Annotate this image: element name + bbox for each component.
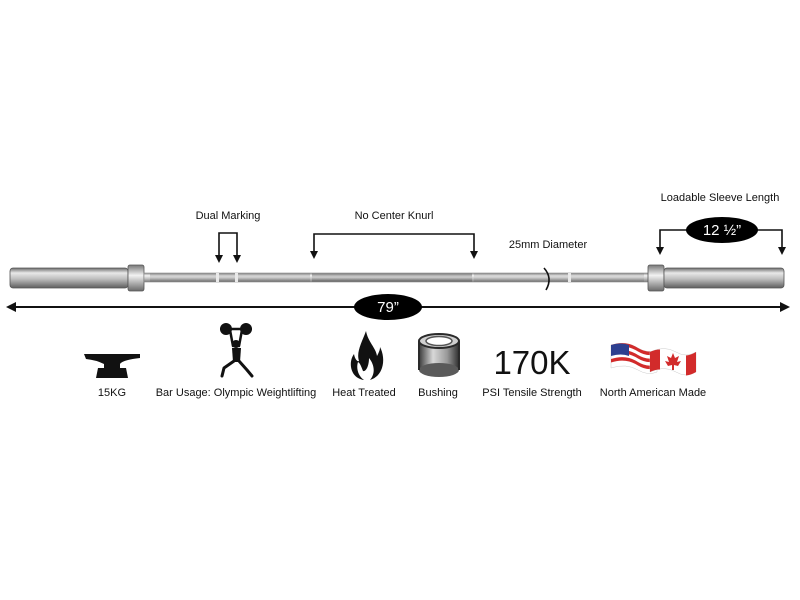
sleeve-length-callout: Loadable Sleeve Length 12 ½” (656, 192, 786, 255)
tensile-value: 170K (493, 344, 570, 381)
arrow-right-icon (780, 302, 790, 312)
barbell (9, 264, 785, 292)
anvil-icon (84, 354, 140, 378)
sleeve-length-pill (686, 217, 758, 243)
left-sleeve (9, 267, 129, 289)
arrow-left-icon (6, 302, 16, 312)
left-collar (127, 264, 145, 292)
knurl-right (474, 273, 644, 282)
arrow-down-icon (470, 251, 478, 259)
arrow-down-icon (778, 247, 786, 255)
no-center-knurl-callout: No Center Knurl (310, 210, 478, 259)
feature-weight: 15KG (84, 354, 140, 399)
feature-heat-label: Heat Treated (332, 387, 396, 399)
feature-origin-label: North American Made (600, 387, 706, 399)
feature-usage-label: Bar Usage: Olympic Weightlifting (156, 387, 317, 399)
knurl-center-smooth (312, 273, 472, 282)
bushing-icon (418, 333, 460, 377)
right-sleeve (663, 267, 785, 289)
feature-tensile-label: PSI Tensile Strength (482, 387, 581, 399)
sleeve-length-value: 12 ½” (703, 222, 741, 239)
feature-usage: Bar Usage: Olympic Weightlifting (156, 323, 317, 399)
dual-marking-label: Dual Marking (196, 210, 261, 222)
feature-bushing: Bushing (418, 333, 460, 399)
dual-marking-ring-2 (235, 273, 238, 282)
total-length-value: 79” (377, 299, 399, 316)
no-center-knurl-bracket (313, 233, 475, 256)
feature-tensile: 170K PSI Tensile Strength (482, 344, 581, 399)
no-center-knurl-label: No Center Knurl (355, 210, 434, 222)
arrow-down-icon (656, 247, 664, 255)
flame-icon (350, 331, 384, 380)
weightlifter-icon (220, 323, 254, 378)
feature-origin: North American Made (600, 342, 706, 399)
arrow-down-icon (215, 255, 223, 263)
marking-ring-right (568, 273, 571, 282)
sleeve-length-label: Loadable Sleeve Length (661, 192, 780, 204)
right-collar (647, 264, 665, 292)
arrow-down-icon (310, 251, 318, 259)
knurl-left (150, 273, 310, 282)
diameter-callout: 25mm Diameter (509, 239, 588, 291)
feature-heat: Heat Treated (332, 331, 396, 399)
diameter-label: 25mm Diameter (509, 239, 588, 251)
dual-marking-callout: Dual Marking (196, 210, 261, 263)
total-length-pill (354, 294, 422, 320)
feature-weight-label: 15KG (98, 387, 126, 399)
arrow-down-icon (233, 255, 241, 263)
diameter-arc-icon (543, 267, 550, 291)
dual-marking-ring-1 (216, 273, 219, 282)
total-length-callout: 79” (6, 294, 790, 320)
us-canada-flags-icon (610, 342, 697, 376)
dual-marking-bracket (218, 232, 238, 260)
feature-bushing-label: Bushing (418, 387, 458, 399)
